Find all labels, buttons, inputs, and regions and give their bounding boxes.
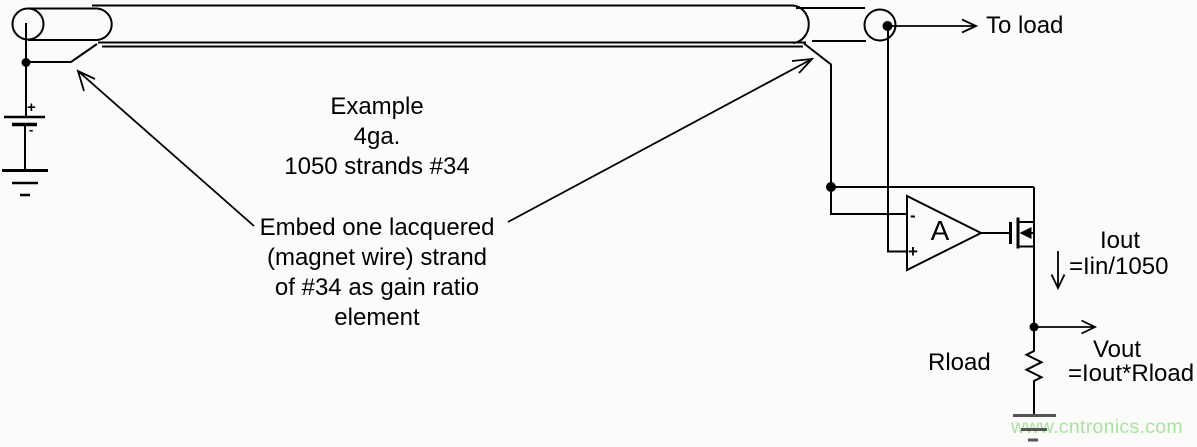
iout-direction-arrow (1050, 251, 1066, 291)
iout-formula-label: =Iin/1050 (1069, 253, 1169, 280)
vout-label: Vout (1093, 336, 1142, 363)
strand-note: Embed one lacquered (magnet wire) strand… (227, 213, 527, 333)
output-ground-symbol (1013, 414, 1056, 442)
opamp-noninverting-label: + (908, 242, 918, 261)
battery-plus-label: + (27, 99, 36, 116)
opamp-inverting-label: - (910, 206, 916, 225)
strand-note-left-leader-arrow (76, 69, 255, 227)
battery-symbol (4, 115, 45, 170)
strand-note-line: of #34 as gain ratio (274, 274, 480, 301)
resistor-symbol (1024, 327, 1044, 415)
vout-arrow (1034, 319, 1098, 335)
strand-right-exit-wire (803, 42, 832, 187)
cable-left-endcap (11, 7, 45, 41)
cable-graphic (11, 4, 897, 48)
mosfet-symbol (1009, 217, 1034, 249)
watermark: www.cntronics.com (1011, 416, 1183, 438)
to-load-arrow (888, 18, 979, 34)
opamp-gain-label: A (930, 215, 950, 246)
battery-minus-label: - (29, 122, 34, 137)
cable-spec-note: Example 4ga. 1050 strands #34 (227, 92, 527, 182)
mosfet-body-arrow (1019, 227, 1032, 239)
strand-note-right-leader-arrow (507, 57, 815, 223)
strand-note-line: Embed one lacquered (259, 214, 495, 241)
strand-left-exit-wire (26, 43, 98, 63)
opamp-symbol (906, 194, 984, 272)
rload-label: Rload (928, 349, 991, 376)
wires (25, 23, 1035, 327)
cable-spec-line: 4ga. (353, 123, 401, 150)
arrows (76, 18, 1098, 335)
battery-ground-symbol (2, 169, 48, 197)
cable-jacket-left-arc (96, 7, 113, 41)
cable-spec-line: 1050 strands #34 (284, 153, 470, 180)
strand-note-line: element (334, 304, 420, 331)
cable-jacket-right-arc (792, 4, 810, 44)
vout-formula-label: =Iout*Rload (1068, 360, 1195, 387)
iout-label: Iout (1100, 227, 1141, 254)
junction-dots (21, 21, 1039, 332)
cable-spec-line: Example (330, 93, 424, 120)
strand-note-line: (magnet wire) strand (266, 244, 488, 271)
to-load-label: To load (986, 12, 1064, 39)
